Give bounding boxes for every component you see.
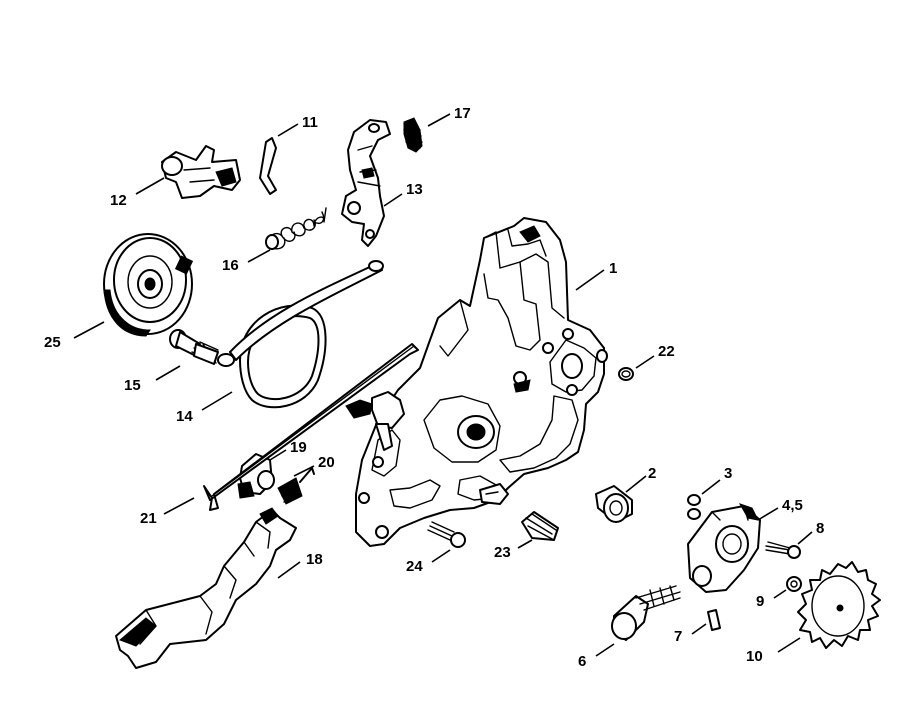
leader-17: [427, 113, 451, 127]
leader-lines: [73, 113, 813, 657]
leader-21: [163, 497, 195, 515]
part-8-screw: [765, 541, 801, 559]
label-part-1: 1: [609, 260, 617, 277]
part-2-sleeve: [595, 485, 633, 523]
leader-14: [201, 391, 233, 411]
label-part-13: 13: [406, 181, 423, 198]
part-3-o-rings: [687, 494, 701, 520]
label-part-25: 25: [44, 334, 61, 351]
label-part-4-5: 4,5: [782, 497, 803, 514]
leader-11: [277, 123, 299, 137]
label-part-22: 22: [658, 343, 675, 360]
part-1-housing: [345, 217, 608, 547]
leader-7: [691, 623, 707, 635]
label-part-20: 20: [318, 454, 335, 471]
part-22-o-ring: [618, 367, 634, 381]
leader-1: [575, 269, 605, 291]
leader-19: [269, 449, 287, 461]
label-part-2: 2: [648, 465, 656, 482]
part-10-gear: [797, 561, 881, 649]
leader-13: [383, 193, 403, 207]
leader-24: [431, 549, 451, 563]
leader-8: [797, 531, 813, 545]
part-25-brake-drum: [103, 233, 194, 337]
label-part-8: 8: [816, 520, 824, 537]
part-19-holder: [237, 453, 275, 499]
leader-10: [777, 637, 801, 653]
label-part-6: 6: [578, 653, 586, 670]
label-part-12: 12: [110, 192, 127, 209]
leader-16: [247, 249, 271, 263]
part-17-spring: [403, 117, 423, 153]
label-part-15: 15: [124, 377, 141, 394]
label-part-19: 19: [290, 439, 307, 456]
label-part-23: 23: [494, 544, 511, 561]
label-part-3: 3: [724, 465, 732, 482]
leader-3: [701, 479, 721, 495]
leader-20: [293, 465, 315, 477]
label-part-17: 17: [454, 105, 471, 122]
leader-45: [757, 507, 779, 521]
part-13-plate: [341, 119, 391, 247]
part-11-clip: [259, 137, 277, 195]
part-15-screw: [169, 329, 219, 365]
label-part-7: 7: [674, 628, 682, 645]
leader-25: [73, 321, 105, 339]
part-7-pin: [707, 609, 721, 631]
part-23-insert: [521, 511, 559, 541]
leader-15: [155, 365, 181, 381]
part-4-5-oil-pump: [687, 503, 761, 593]
label-part-10: 10: [746, 648, 763, 665]
label-part-11: 11: [302, 114, 318, 131]
label-part-9: 9: [756, 593, 764, 610]
part-labels: 1 2 3 4,5 6 7 8 9 10 11 12 13 14 15 16 1…: [44, 105, 824, 670]
part-16-spring: [265, 207, 327, 250]
leader-18: [277, 561, 301, 579]
part-12-lever: [161, 145, 241, 199]
part-6-worm: [611, 585, 681, 641]
label-part-24: 24: [406, 558, 423, 575]
leader-9: [773, 589, 787, 599]
leader-12: [135, 177, 165, 195]
leader-2: [625, 475, 647, 493]
part-21-rod: [203, 343, 419, 511]
part-18-handguard: [115, 507, 297, 669]
label-part-14: 14: [176, 408, 193, 425]
label-part-18: 18: [306, 551, 323, 568]
label-part-21: 21: [140, 510, 157, 527]
part-9-washer: [786, 576, 802, 592]
leader-6: [595, 643, 615, 657]
label-part-16: 16: [222, 257, 239, 274]
part-24-screw: [427, 521, 466, 548]
part-20-spring: [277, 467, 315, 505]
leader-22: [635, 355, 655, 369]
part-14-brake-band: [217, 260, 384, 409]
leader-23: [517, 539, 533, 549]
